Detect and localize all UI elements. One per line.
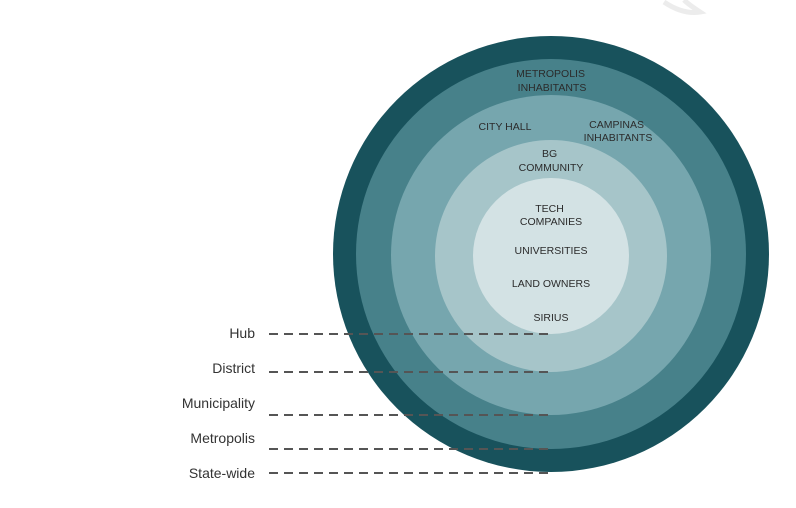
label-tech-companies: TECH COMPANIES <box>520 203 582 228</box>
level-label-municipality: Municipality <box>182 395 255 411</box>
level-label-state-wide: State-wide <box>189 465 255 481</box>
label-land-owners: LAND OWNERS <box>512 278 590 290</box>
label-sirius: SIRIUS <box>533 312 568 324</box>
level-label-metropolis: Metropolis <box>190 430 255 446</box>
label-bg-community: BG COMMUNITY <box>519 148 584 174</box>
level-label-hub: Hub <box>229 325 255 341</box>
faint-mark <box>662 0 707 15</box>
label-campinas-inhabitants: CAMPINAS INHABITANTS <box>584 119 653 144</box>
label-metropolis-inhabitants: METROPOLIS INHABITANTS <box>516 68 588 94</box>
label-city-hall: CITY HALL <box>479 121 532 133</box>
level-label-district: District <box>212 360 255 376</box>
label-universities: UNIVERSITIES <box>515 245 588 257</box>
circle-hub <box>473 178 629 334</box>
